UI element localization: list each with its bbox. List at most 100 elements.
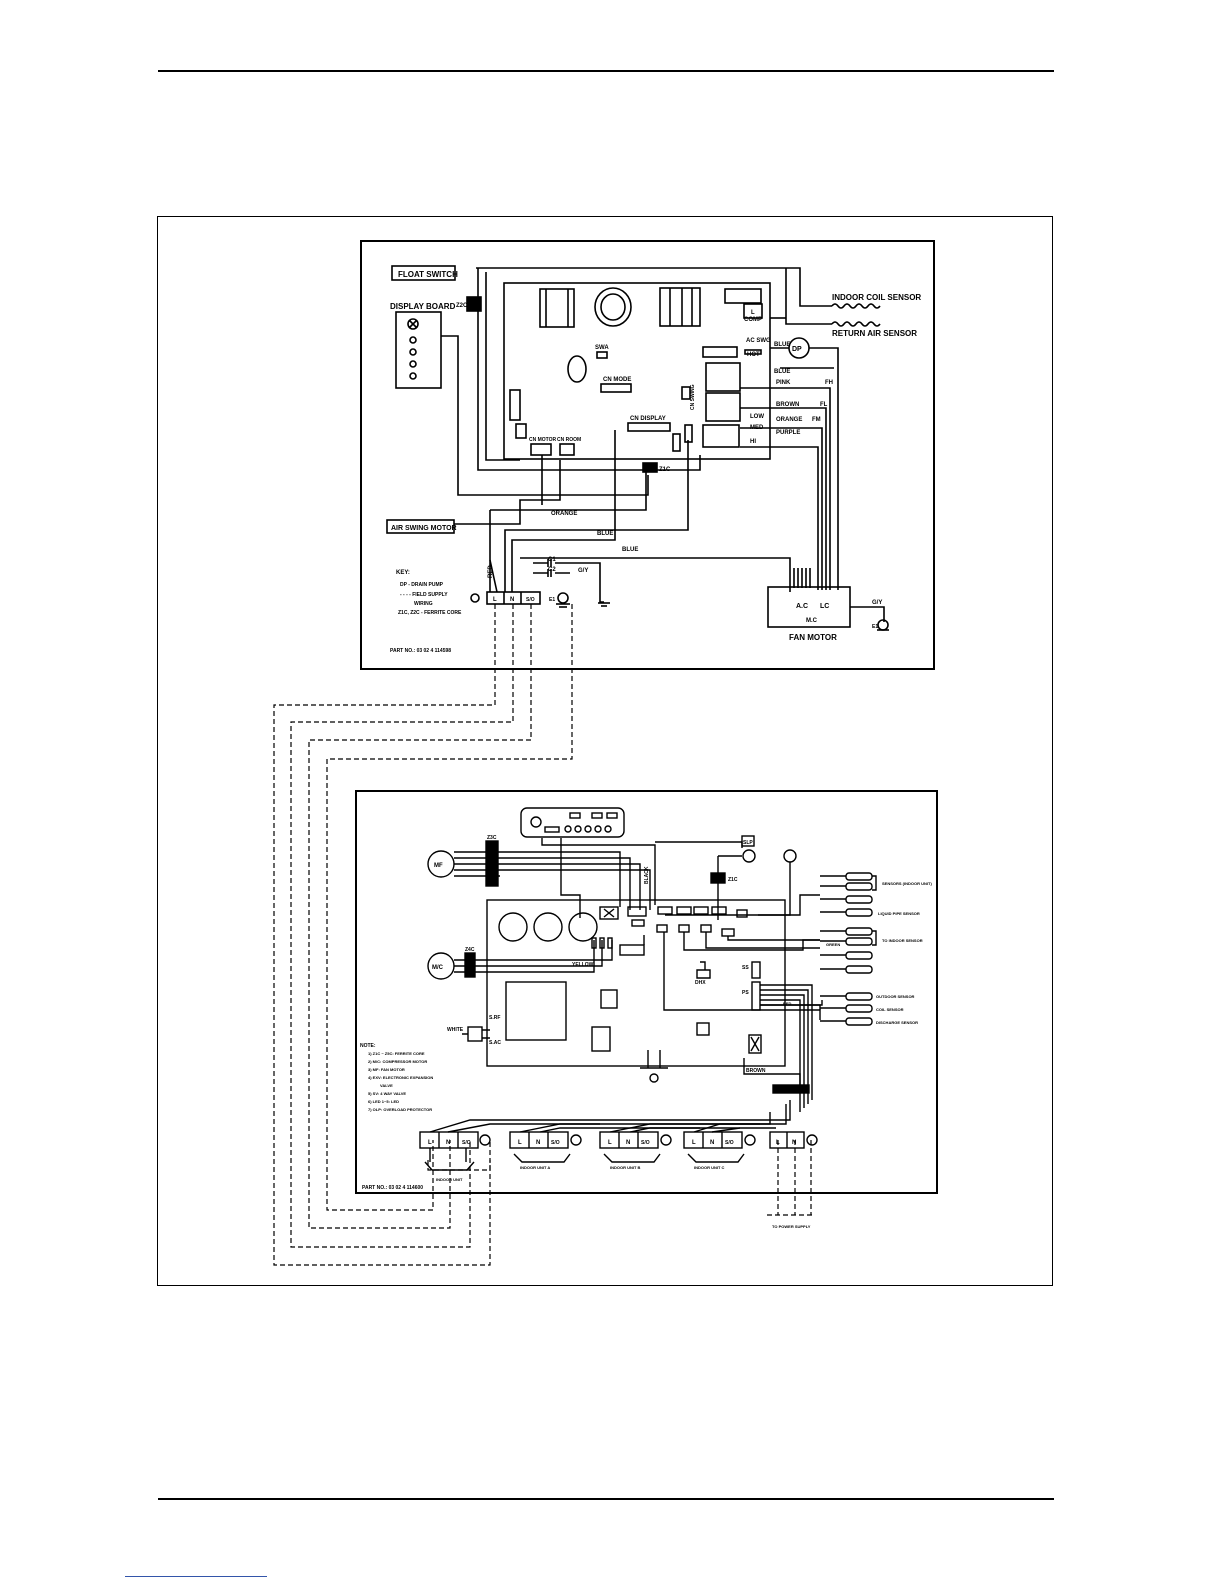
indoor-sensors-a: SENSORS (INDOOR UNIT) (882, 881, 932, 886)
fl-label: FL (820, 402, 828, 408)
wire-white: WHITE (447, 1027, 464, 1033)
comp-label: COMP (744, 317, 762, 323)
indoor-a-label: INDOOR UNIT A (520, 1165, 550, 1170)
indoor-coil-sensor-icon (831, 303, 881, 309)
return-air-sensor-label: RETURN AIR SENSOR (832, 329, 917, 338)
swa-label: SWA (595, 345, 609, 351)
lc-label: LC (820, 603, 829, 610)
return-air-sensor-icon (831, 321, 881, 327)
note-7: 7) OLP: OVERLOAD PROTECTOR (368, 1107, 432, 1112)
wire-blue: BLUE (774, 369, 790, 375)
note-4b: VALVE (380, 1083, 393, 1088)
outdoor-labels: MF M/C Z3C Z4C Z1C SLP DHX SS PS S.RF S.… (360, 835, 932, 1229)
wire-blue3: BLUE (622, 547, 638, 553)
note-5: 5) SV: 4 WAY VALVE (368, 1091, 406, 1096)
field-wiring (273, 604, 812, 1266)
mf-label: MF (434, 863, 443, 869)
note-4: 4) EXV: ELECTRONIC EXPANSION (368, 1075, 433, 1080)
hot-label: HOT (747, 352, 760, 358)
indoor-labels: FLOAT SWITCH DISPLAY BOARD INDOOR COIL S… (390, 270, 921, 654)
dp-label: DP (792, 346, 802, 353)
indoor-coil-sensor-label: INDOOR COIL SENSOR (832, 293, 921, 302)
wire-blue-dp: BLUE (774, 342, 790, 348)
coil-sensor-label: COIL SENSOR (876, 1007, 904, 1012)
cn-room-connector (559, 443, 575, 456)
low-label: LOW (750, 414, 764, 420)
display-board-label: DISPLAY BOARD (390, 302, 456, 311)
cn-display-label: CN DISPLAY (630, 416, 666, 422)
z1c-outdoor-label: Z1C (728, 877, 738, 883)
wire-black: BLACK (644, 866, 650, 884)
outdoor-part-no: PART NO.: 03 02 4 114600 (362, 1185, 423, 1191)
z4c-ferrite (464, 952, 476, 978)
ac-swing-label: AC SWG (746, 338, 771, 344)
term-n-label: N (510, 597, 514, 603)
air-swing-motor-label: AIR SWING MOTOR (391, 525, 457, 532)
fuse (724, 288, 762, 304)
z5c-ferrite (772, 1084, 810, 1094)
liquid-sensor-label: LIQUID PIPE SENSOR (878, 911, 920, 916)
footer-link-underline[interactable] (125, 1576, 267, 1577)
indoor-unit-label: INDOOR UNIT (436, 1177, 463, 1182)
indoor-part-no: PART NO.: 03 02 4 114598 (390, 648, 451, 654)
t4-l: L (692, 1140, 696, 1146)
cn-motor-connector (530, 443, 552, 456)
term-s-label: S/O (526, 597, 535, 603)
discharge-sensor-label: DISCHARGE SENSOR (876, 1020, 918, 1025)
outdoor-pcb (486, 899, 786, 1067)
wire-brown-outdoor: BROWN (746, 1068, 766, 1074)
key-title: KEY: (396, 570, 410, 576)
outdoor-sensor-label: OUTDOOR SENSOR (876, 994, 915, 999)
t4-s: S/O (725, 1140, 734, 1146)
indoor-sensor-set-b (820, 927, 877, 974)
t2-s: S/O (551, 1140, 560, 1146)
t3-n: N (626, 1140, 630, 1146)
note-6: 6) LED 1~5: LED (368, 1099, 399, 1104)
power-supply-label: TO POWER SUPPLY (772, 1224, 811, 1229)
t3-s: S/O (641, 1140, 650, 1146)
cn-swing-label: CN SWING (690, 384, 696, 410)
transformer (539, 288, 575, 328)
indoor-unit-diagram (273, 240, 935, 1266)
bottom-rule (158, 1498, 1054, 1500)
outdoor-unit-border (355, 790, 938, 1194)
indoor-pcb (503, 282, 771, 460)
key-dp: DP - DRAIN PUMP (400, 582, 444, 588)
cn-mode-label: CN MODE (603, 377, 631, 383)
ac-label: A.C (796, 603, 808, 610)
ps-label: PS (742, 990, 749, 996)
t1-l: L (428, 1140, 432, 1146)
e1-label: E1 (549, 597, 555, 603)
note-1: 1) Z1C ~ Z5C: FERRITE CORE (368, 1051, 425, 1056)
cn-display-connector (627, 422, 671, 432)
wire-gy: G/Y (578, 568, 588, 574)
wire-brown: BROWN (776, 402, 799, 408)
t1-s: S/O (462, 1140, 471, 1146)
term-l-label: L (493, 597, 497, 603)
cn-motor-label: CN MOTOR (529, 437, 557, 443)
wire-orange: ORANGE (551, 511, 577, 517)
slp-label: SLP (743, 840, 753, 846)
note-3: 3) MF: FAN MOTOR (368, 1067, 405, 1072)
t2-l: L (518, 1140, 522, 1146)
ss-label: SS (742, 965, 749, 971)
wire-green: GREEN (826, 942, 840, 947)
outdoor-terminal-blocks (419, 1131, 818, 1149)
dhx-label: DHX (695, 980, 706, 986)
z1c-ferrite (642, 462, 658, 473)
wire-yellow: YELLOW (572, 962, 594, 968)
key-field: - - - - FIELD SUPPLY (400, 592, 448, 598)
z3c-label: Z3C (487, 835, 497, 841)
z2c-ferrite (466, 296, 482, 312)
note-title: NOTE: (360, 1043, 376, 1049)
display-board-box (395, 311, 442, 389)
indoor-b-label: INDOOR UNIT B (610, 1165, 641, 1170)
med-label: MED (750, 425, 764, 431)
outdoor-unit-diagram (355, 790, 938, 1194)
e1b-label: E1 (872, 624, 878, 630)
indoor-unit-border (360, 240, 935, 670)
key-cores: Z1C, Z2C - FERRITE CORE (398, 610, 462, 616)
s-rf-label: S.RF (489, 1015, 500, 1021)
fan-motor-label: FAN MOTOR (789, 633, 837, 642)
